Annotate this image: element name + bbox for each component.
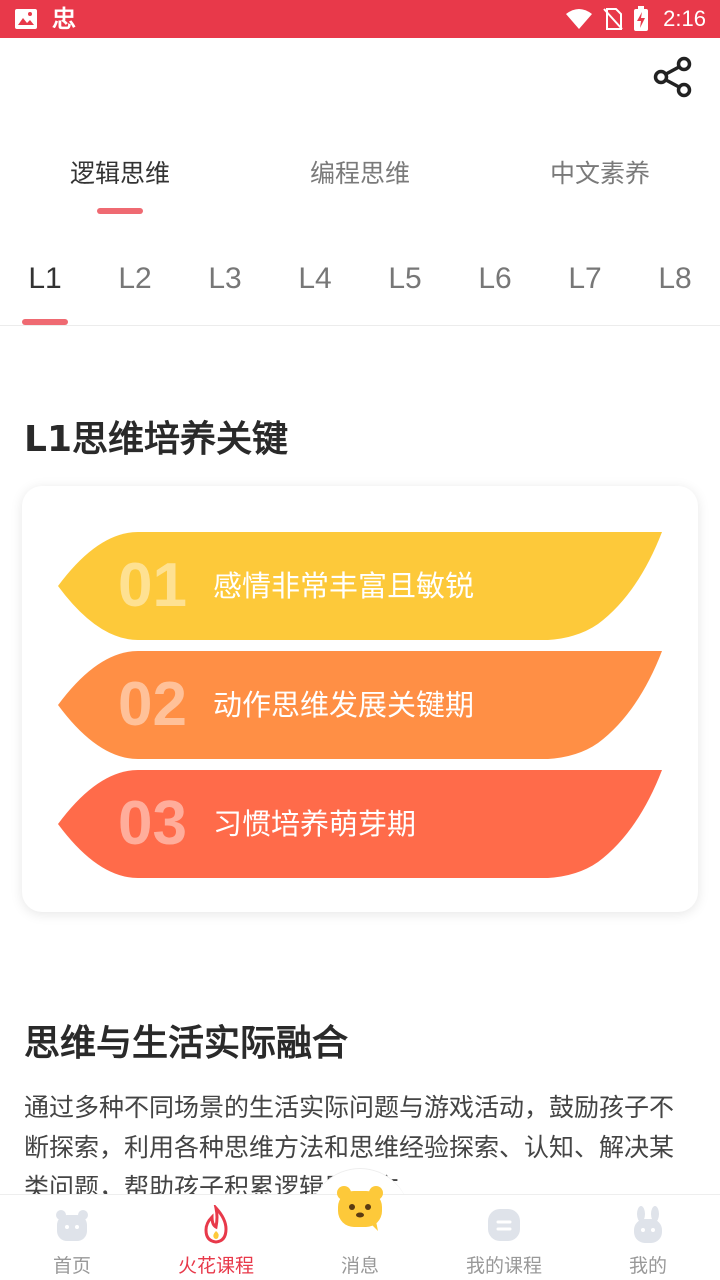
share-icon[interactable] xyxy=(652,56,694,98)
tab-indicator xyxy=(97,208,143,214)
key-point-number: 02 xyxy=(118,670,187,739)
key-point-text: 习惯培养萌芽期 xyxy=(213,807,417,841)
status-bar: 忠 2:16 xyxy=(0,0,720,38)
bear-chat-icon xyxy=(337,1186,383,1231)
key-points-card: 01 感情非常丰富且敏锐 02 动作思维发展关键期 03 习惯培养萌芽期 xyxy=(22,486,698,912)
nav-label: 我的课程 xyxy=(465,1255,542,1277)
nav-label: 火花课程 xyxy=(177,1255,254,1277)
ribbon-fill xyxy=(58,651,662,759)
ribbon-fill xyxy=(58,770,662,878)
nav-item-spark-courses[interactable]: 火花课程 xyxy=(144,1195,288,1280)
level-indicator xyxy=(22,319,68,325)
flame-icon xyxy=(204,1205,228,1244)
level-tab-l5[interactable]: L5 xyxy=(388,262,422,295)
ribbon-shape xyxy=(58,770,662,878)
key-point-text: 动作思维发展关键期 xyxy=(213,688,475,722)
level-tab-l1[interactable]: L1 xyxy=(28,262,62,295)
tab-programming-thinking[interactable]: 编程思维 xyxy=(309,159,410,188)
nav-label: 首页 xyxy=(52,1255,91,1277)
gallery-icon xyxy=(15,9,37,29)
level-tab-l3[interactable]: L3 xyxy=(208,262,242,295)
level-tab-l7[interactable]: L7 xyxy=(568,262,602,295)
rabbit-icon xyxy=(634,1206,662,1243)
nav-item-profile[interactable]: 我的 xyxy=(576,1195,720,1280)
nav-item-home[interactable]: 首页 xyxy=(0,1195,144,1280)
bear-face-icon xyxy=(56,1210,88,1241)
level-tabs: L1 L2 L3 L4 L5 L6 L7 L8 xyxy=(0,248,720,326)
course-icon xyxy=(488,1209,520,1241)
level-tab-l6[interactable]: L6 xyxy=(478,262,512,295)
nav-item-messages[interactable]: 消息 xyxy=(288,1186,432,1280)
key-point-text: 感情非常丰富且敏锐 xyxy=(213,569,475,603)
section-title-key-points: L1思维培养关键 xyxy=(24,419,288,460)
tab-logic-thinking[interactable]: 逻辑思维 xyxy=(69,159,170,188)
bottom-nav: 首页 火花课程 消息 xyxy=(0,1186,720,1280)
status-time: 2:16 xyxy=(663,6,706,31)
level-tab-l2[interactable]: L2 xyxy=(118,262,152,295)
category-tabs: 逻辑思维 编程思维 中文素养 xyxy=(0,140,720,220)
ribbon-shape xyxy=(58,651,662,759)
key-point-item: 02 动作思维发展关键期 xyxy=(58,651,662,759)
battery-charging-icon xyxy=(634,6,649,31)
nav-label: 消息 xyxy=(340,1255,379,1277)
key-point-item: 03 习惯培养萌芽期 xyxy=(58,770,662,878)
no-sim-icon xyxy=(603,8,623,30)
key-point-item: 01 感情非常丰富且敏锐 xyxy=(58,532,662,640)
tab-chinese-literacy[interactable]: 中文素养 xyxy=(549,159,650,188)
ribbon-shape xyxy=(58,532,662,640)
nav-label: 我的 xyxy=(628,1255,667,1277)
nav-item-my-courses[interactable]: 我的课程 xyxy=(432,1195,576,1280)
ribbon-fill xyxy=(58,532,662,640)
app-notification-icon: 忠 xyxy=(52,5,76,33)
key-point-number: 03 xyxy=(118,789,187,858)
section-title-life-integration: 思维与生活实际融合 xyxy=(24,1023,349,1064)
wifi-icon xyxy=(566,9,593,29)
key-point-number: 01 xyxy=(118,551,187,620)
level-tab-l8[interactable]: L8 xyxy=(658,262,692,295)
level-tab-l4[interactable]: L4 xyxy=(298,262,332,295)
